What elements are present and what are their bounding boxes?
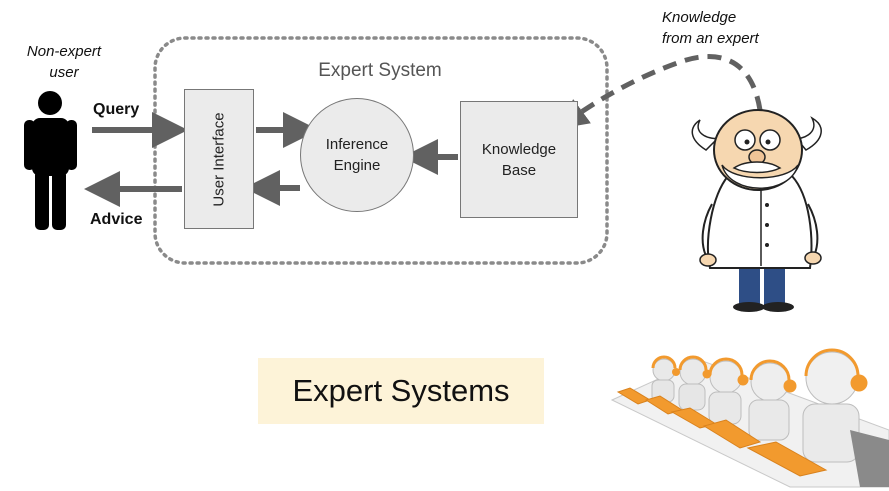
advice-label: Advice	[90, 211, 143, 228]
caption-text: Expert Systems	[292, 373, 510, 408]
expert-knowledge-label: Knowledge from an expert	[662, 7, 759, 49]
knowledge-base-box	[460, 101, 578, 218]
user-label-line2: user	[49, 64, 79, 81]
expert-knowledge-line2: from an expert	[662, 30, 759, 47]
query-label: Query	[93, 101, 140, 118]
support-team-illustration	[610, 348, 889, 488]
caption-box: Expert Systems	[258, 358, 544, 424]
user-icon	[24, 91, 77, 230]
expert-knowledge-arrow	[557, 54, 763, 129]
knowledge-base-label: Knowledge Base	[460, 101, 578, 218]
inference-engine-label: Inference Engine	[300, 98, 414, 212]
expert-system-title: Expert System	[318, 60, 442, 81]
user-label: Non-expert user	[14, 41, 114, 83]
inference-engine-line2: Engine	[333, 157, 381, 174]
user-interface-box	[184, 89, 254, 229]
expert-illustration	[691, 109, 822, 312]
inference-engine-line1: Inference	[325, 136, 389, 153]
expert-system-boundary	[153, 36, 609, 265]
knowledge-base-line2: Base	[501, 161, 537, 179]
expert-knowledge-line1: Knowledge	[662, 9, 737, 26]
inference-engine-circle	[300, 98, 414, 212]
user-label-line1: Non-expert	[26, 43, 102, 60]
user-interface-label: User Interface	[210, 111, 228, 207]
knowledge-base-line1: Knowledge	[481, 140, 557, 158]
